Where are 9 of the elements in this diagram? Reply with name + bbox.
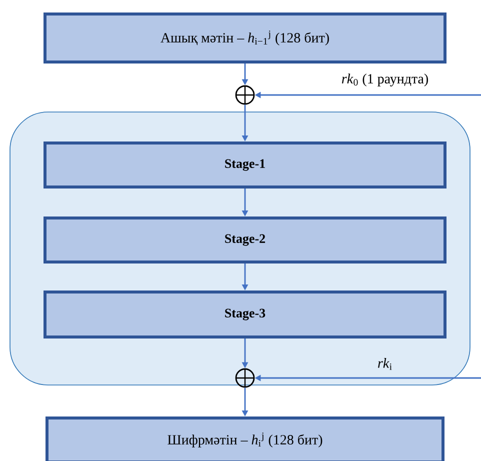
stage-box: Stage-2: [44, 216, 446, 264]
xor-symbol: [235, 368, 255, 388]
xor-symbol: [235, 85, 255, 105]
stage-box: Stage-3: [44, 290, 446, 338]
stage-box: Stage-1: [44, 142, 446, 188]
edge-label: rk$_{0}$ (1 раундта): [342, 74, 428, 86]
edge-label: rk$_{i}$: [378, 358, 392, 370]
text-box: Ашық мәтін – h$_{i−1}$$^{j}$ (128 бит): [44, 12, 446, 64]
text-box: Шифрмәтін – h$_{i}$$^{j}$ (128 бит): [46, 416, 444, 461]
